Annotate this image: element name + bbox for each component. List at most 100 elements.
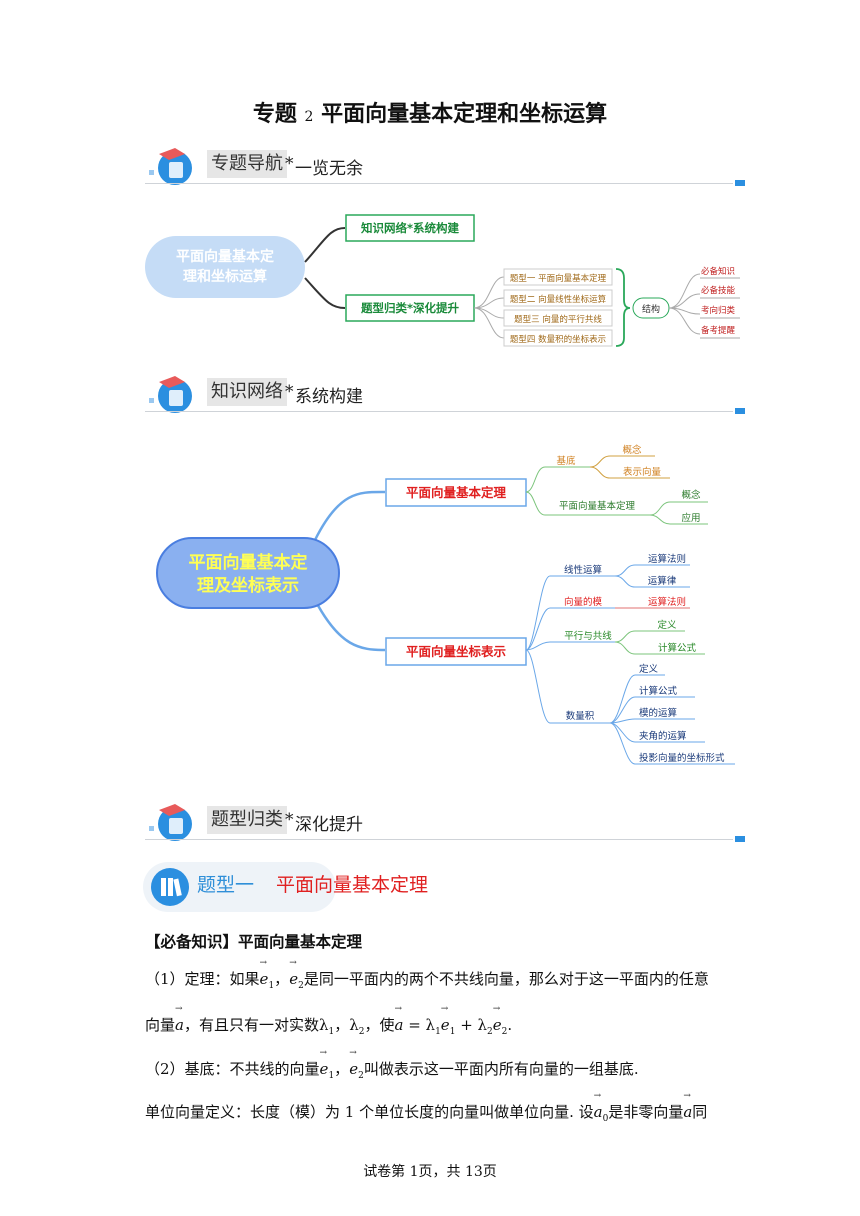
lambda-subscript: 1 bbox=[435, 1027, 441, 1037]
title-prefix: 专题 bbox=[252, 101, 297, 127]
vector-symbol: e bbox=[440, 1016, 450, 1034]
book-icon bbox=[149, 148, 192, 185]
paragraph-unit-vector: 单位向量定义：长度（模）为 1 个单位长度的向量叫做单位向量. 设a0是非零向量… bbox=[145, 1101, 707, 1124]
nav-type-2: 题型二 向量线性坐标运算 bbox=[510, 294, 607, 305]
section-label: 知识网络 bbox=[207, 378, 287, 406]
text-run: ，λ bbox=[334, 1016, 359, 1034]
vector-subscript: 1 bbox=[328, 1071, 335, 1081]
vector-symbol: e bbox=[492, 1016, 502, 1034]
page-title: 专题 2 平面向量基本定理和坐标运算 bbox=[0, 96, 860, 128]
vector-e2: e2 bbox=[492, 1016, 508, 1037]
text-run: 同 bbox=[692, 1103, 708, 1121]
km-t2-linear-leaf-1: 运算法则 bbox=[648, 553, 686, 565]
vector-symbol: e bbox=[289, 970, 299, 988]
km-t2-parallel: 平行与共线 bbox=[564, 630, 612, 642]
title-text: 平面向量基本定理和坐标运算 bbox=[321, 101, 608, 127]
vector-subscript: 1 bbox=[449, 1027, 456, 1037]
section-label: 题型归类 bbox=[207, 806, 287, 834]
type-label: 题型一 bbox=[197, 874, 255, 896]
page-footer: 试卷第 1页，共 13页 bbox=[363, 1164, 497, 1180]
section-star: * bbox=[285, 810, 294, 830]
vector-symbol: e bbox=[349, 1060, 359, 1078]
vector-subscript: 2 bbox=[358, 1071, 364, 1081]
text-run: ， bbox=[274, 970, 290, 988]
nav-mindmap: 平面向量基本定 理和坐标运算 知识网络*系统构建 题型归类*深化提升 题型一 平… bbox=[140, 200, 750, 355]
title-number: 2 bbox=[304, 109, 314, 125]
paragraph-basis: （2）基底：不共线的向量e1，e2叫做表示这一平面内所有向量的一组基底. bbox=[145, 1058, 639, 1081]
nav-root-line1: 平面向量基本定 bbox=[176, 248, 274, 265]
section-marker bbox=[735, 180, 745, 186]
text-run: 单位向量定义：长度（模）为 1 个单位长度的向量叫做单位向量. 设 bbox=[145, 1103, 594, 1121]
vector-subscript: 2 bbox=[298, 981, 304, 991]
vector-a: a bbox=[175, 1016, 184, 1034]
vector-a: a bbox=[394, 1016, 403, 1034]
km-t2-dot-leaf-5: 投影向量的坐标形式 bbox=[639, 752, 725, 764]
lambda-subscript: 2 bbox=[358, 1027, 365, 1037]
section-subtitle: 系统构建 bbox=[295, 387, 363, 407]
nav-branch-types: 题型归类*深化提升 bbox=[361, 301, 460, 315]
vector-e1: e1 bbox=[320, 1060, 335, 1081]
section-header-knowledge: 知识网络 * 系统构建 bbox=[145, 370, 745, 420]
km-t2-linear-leaf-2: 运算律 bbox=[648, 575, 677, 587]
km-t1-basis-leaf-1: 概念 bbox=[622, 444, 642, 456]
nav-structure: 结构 bbox=[642, 303, 660, 315]
section-marker bbox=[735, 836, 745, 842]
text-run: = λ bbox=[403, 1016, 436, 1034]
text-run: （1）定理：如果 bbox=[145, 970, 260, 988]
nav-type-3: 题型三 向量的平行共线 bbox=[514, 314, 602, 325]
text-run: 是同一平面内的两个不共线向量，那么对于这一平面内的任意 bbox=[303, 970, 709, 988]
section-label: 专题导航 bbox=[207, 150, 287, 178]
vector-e1: e1 bbox=[259, 970, 275, 991]
knowledge-heading: 【必备知识】平面向量基本定理 bbox=[145, 932, 363, 951]
section-header-nav: 专题导航 * 一览无余 bbox=[145, 142, 745, 192]
vector-subscript: 1 bbox=[268, 981, 275, 991]
nav-leaf-3: 考向归类 bbox=[701, 305, 736, 316]
vector-e1: e1 bbox=[440, 1016, 456, 1037]
km-t2-dot-leaf-3: 模的运算 bbox=[639, 707, 677, 719]
text-run: 向量 bbox=[145, 1016, 176, 1034]
vector-e2: e2 bbox=[349, 1060, 364, 1081]
vector-subscript: 0 bbox=[602, 1114, 609, 1124]
section-divider bbox=[145, 839, 733, 840]
book-icon bbox=[149, 376, 192, 413]
km-t1-theorem-leaf-2: 应用 bbox=[681, 512, 700, 524]
vector-e2: e2 bbox=[289, 970, 304, 991]
section-divider bbox=[145, 411, 733, 412]
paragraph-definition: （1）定理：如果e1，e2是同一平面内的两个不共线向量，那么对于这一平面内的任意 bbox=[145, 968, 709, 991]
section-subtitle: 深化提升 bbox=[295, 815, 363, 835]
km-t1-basis: 基底 bbox=[556, 455, 576, 467]
vector-symbol: a bbox=[593, 1103, 603, 1121]
section-divider bbox=[145, 183, 733, 184]
km-t1-theorem-leaf-1: 概念 bbox=[681, 489, 701, 501]
vector-subscript: 2 bbox=[501, 1027, 508, 1037]
section-star: * bbox=[285, 154, 294, 174]
nav-leaf-2: 必备技能 bbox=[701, 285, 736, 296]
text-run: （2）基底：不共线的向量 bbox=[145, 1060, 320, 1078]
paragraph-definition-cont: 向量a，有且只有一对实数λ1，λ2，使a = λ1e1 + λ2e2. bbox=[145, 1014, 512, 1037]
nav-leaf-4: 备考提醒 bbox=[701, 325, 736, 336]
books-icon bbox=[151, 868, 189, 906]
book-icon bbox=[149, 804, 192, 841]
km-t2-modulus: 向量的模 bbox=[564, 596, 603, 608]
vector-a0: a0 bbox=[593, 1103, 609, 1124]
vector-a: a bbox=[683, 1103, 692, 1121]
text-run: ，使 bbox=[364, 1016, 395, 1034]
text-run: 叫做表示这一平面内所有向量的一组基底. bbox=[363, 1060, 639, 1078]
km-topic-2: 平面向量坐标表示 bbox=[406, 644, 507, 659]
knowledge-mindmap: 平面向量基本定 理及坐标表示 平面向量基本定理 平面向量坐标表示 基底 概念 表… bbox=[150, 435, 745, 775]
km-t2-linear: 线性运算 bbox=[564, 564, 602, 576]
lambda-subscript: 1 bbox=[328, 1027, 335, 1037]
section-marker bbox=[735, 408, 745, 414]
section-star: * bbox=[285, 382, 294, 402]
km-t1-theorem: 平面向量基本定理 bbox=[559, 500, 636, 512]
vector-symbol: e bbox=[259, 970, 269, 988]
km-t2-parallel-leaf-1: 定义 bbox=[657, 619, 677, 631]
km-topic-1: 平面向量基本定理 bbox=[406, 485, 507, 500]
text-run: . bbox=[507, 1016, 513, 1034]
nav-root-line2: 理和坐标运算 bbox=[183, 268, 267, 285]
text-run: + λ bbox=[455, 1016, 488, 1034]
km-t2-modulus-leaf: 运算法则 bbox=[648, 596, 686, 608]
text-run: ，有且只有一对实数λ bbox=[183, 1016, 329, 1034]
text-run: 是非零向量 bbox=[608, 1103, 684, 1121]
nav-leaf-1: 必备知识 bbox=[701, 266, 735, 277]
